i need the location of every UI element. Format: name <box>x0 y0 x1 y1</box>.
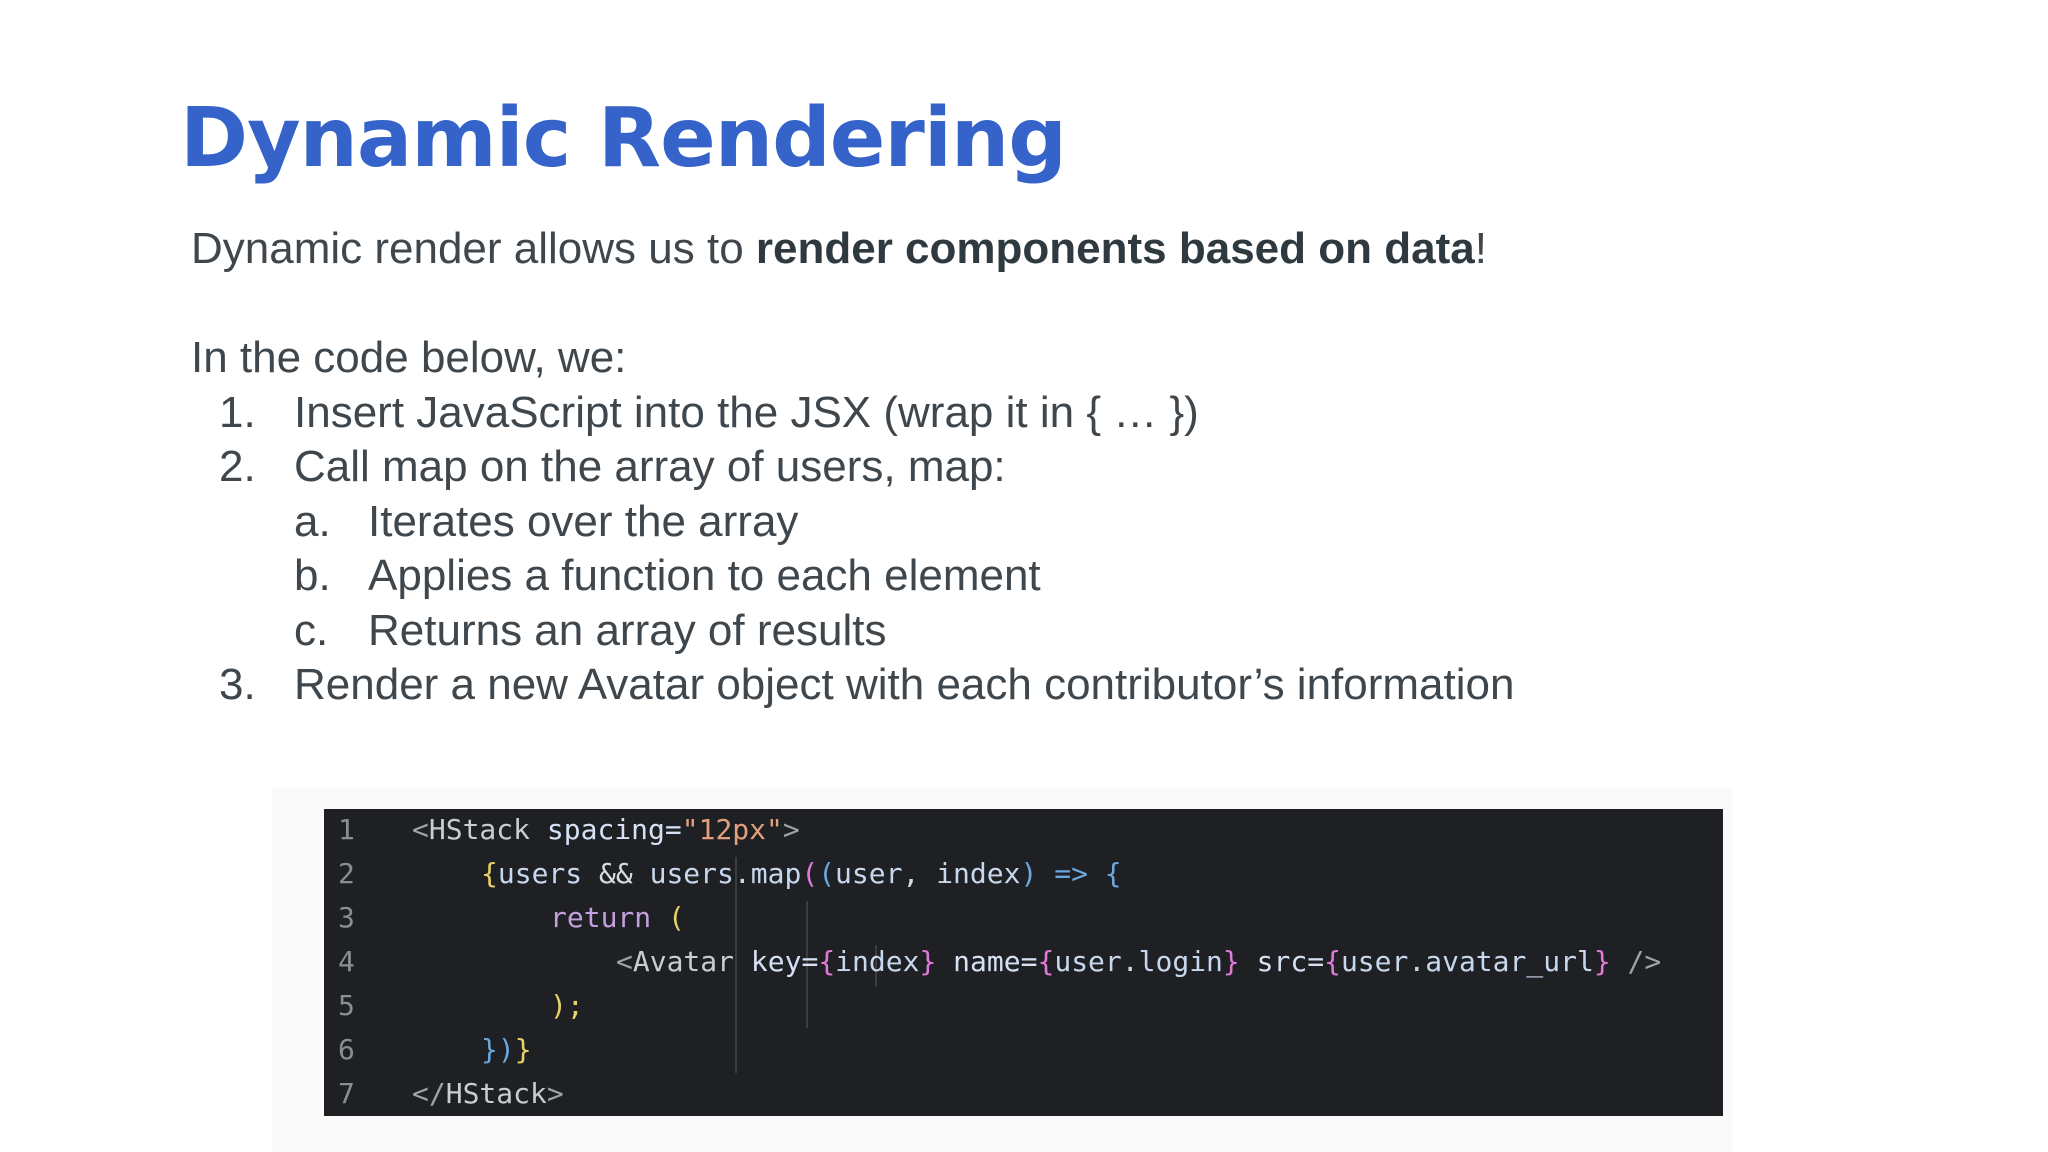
list-item: 3. Render a new Avatar object with each … <box>191 658 1891 713</box>
list-item: 1. Insert JavaScript into the JSX (wrap … <box>191 386 1891 441</box>
sub-list-item-text: Applies a function to each element <box>368 551 1041 600</box>
line-number: 5 <box>338 989 355 1022</box>
sub-list-item-text: Returns an array of results <box>368 605 887 655</box>
code-line: 3 return ( <box>324 897 1723 941</box>
list-item-text: Insert JavaScript into the JSX (wrap it … <box>294 387 1199 437</box>
steps-list: 1. Insert JavaScript into the JSX (wrap … <box>191 386 1891 713</box>
code-text: return ( <box>550 901 685 934</box>
sub-list-marker: b. <box>294 551 331 600</box>
code-text: <Avatar key={index} name={user.login} sr… <box>616 945 1662 978</box>
slide-body: Dynamic render allows us to render compo… <box>191 222 1891 713</box>
indent-guide <box>875 945 877 987</box>
code-line: 1 <HStack spacing="12px"> <box>324 809 1723 853</box>
code-line: 4 <Avatar key={index} name={user.login} … <box>324 941 1723 985</box>
intro-exclamation: ! <box>1474 224 1487 273</box>
code-text: </HStack> <box>412 1077 564 1110</box>
code-text: <HStack spacing="12px"> <box>412 813 800 846</box>
code-text: })} <box>481 1033 532 1066</box>
sub-list-marker: c. <box>294 605 329 655</box>
code-line: 6 })} <box>324 1029 1723 1073</box>
list-marker: 2. <box>219 442 256 491</box>
code-text: {users && users.map((user, index) => { <box>481 857 1122 890</box>
line-number: 3 <box>338 901 355 934</box>
list-marker: 3. <box>219 660 256 709</box>
line-number: 4 <box>338 945 355 978</box>
intro-emphasis: render components based on data <box>755 224 1475 273</box>
line-number: 6 <box>338 1033 355 1066</box>
line-number: 2 <box>338 857 355 890</box>
sub-list-item: b. Applies a function to each element <box>294 549 1891 604</box>
list-item-text: Render a new Avatar object with each con… <box>294 660 1515 709</box>
sub-list-item: a. Iterates over the array <box>294 495 1891 550</box>
indent-guide <box>806 901 808 1028</box>
slide-title: Dynamic Rendering <box>180 91 1067 186</box>
code-line: 5 ); <box>324 985 1723 1029</box>
line-number: 7 <box>338 1077 355 1110</box>
sub-list-item: c. Returns an array of results <box>294 604 1891 659</box>
code-line: 7 </HStack> <box>324 1073 1723 1116</box>
list-marker: 1. <box>219 387 256 437</box>
sub-list-item-text: Iterates over the array <box>368 496 799 546</box>
indent-guide <box>735 857 737 1073</box>
list-item-text: Call map on the array of users, map: <box>294 442 1006 491</box>
sub-steps-list: a. Iterates over the array b. Applies a … <box>294 495 1891 659</box>
paragraph-spacer <box>191 277 1891 332</box>
code-text: ); <box>550 989 584 1022</box>
intro-text: Dynamic render allows us to <box>191 224 756 273</box>
sub-list-marker: a. <box>294 496 331 546</box>
lead-text: In the code below, we: <box>191 333 627 382</box>
list-item: 2. Call map on the array of users, map: … <box>191 440 1891 658</box>
intro-paragraph: Dynamic render allows us to render compo… <box>191 222 1891 277</box>
line-number: 1 <box>338 813 355 846</box>
code-screenshot: 1 <HStack spacing="12px"> 2 {users && us… <box>324 809 1723 1116</box>
code-line: 2 {users && users.map((user, index) => { <box>324 853 1723 897</box>
